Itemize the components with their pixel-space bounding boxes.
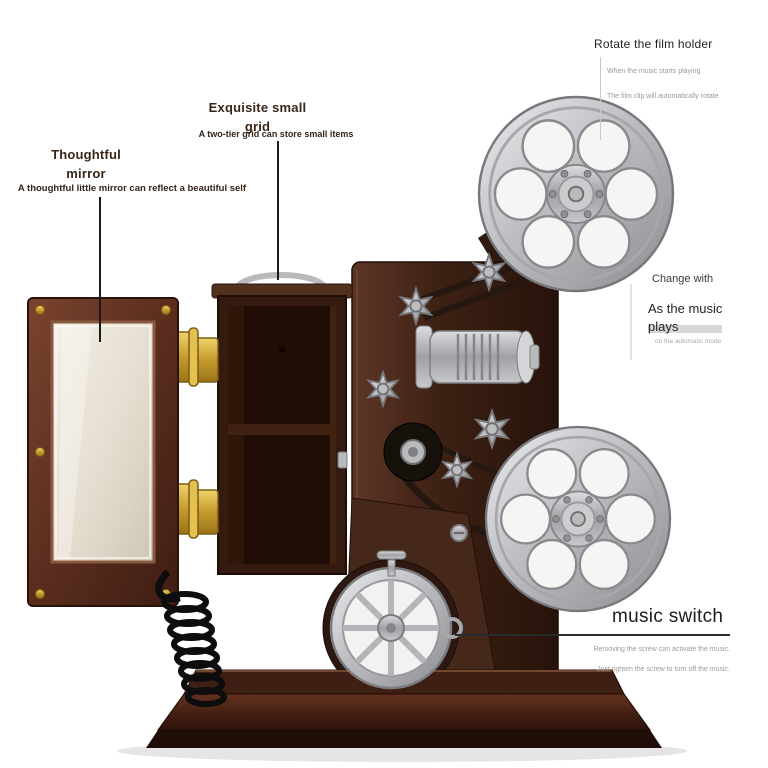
film-holder-annotation-line1: When the music starts playing [607, 68, 701, 75]
music-switch-annotation-line2: Just tighten the screw to turn off the m… [597, 666, 730, 673]
music-switch-screw [450, 524, 468, 542]
music-change-highlight-strip [648, 325, 722, 333]
music-change-annotation-note: on the automatic mode [655, 338, 722, 345]
film-holder-annotation-line2: The film clip will automatically rotate [607, 93, 719, 100]
top-film-reel [477, 95, 675, 293]
music-switch-leader-line [455, 634, 730, 636]
grid-annotation-title: Exquisite small grid [208, 100, 307, 134]
grid-leader-line [277, 141, 279, 280]
coiled-cord [155, 569, 227, 707]
cabinet-door [27, 297, 179, 607]
door-mirror [50, 320, 156, 564]
music-change-annotation-phrase: As the music plays [648, 301, 723, 334]
music-change-leader-line [630, 284, 632, 360]
front-wheel [329, 566, 463, 690]
cabinet-shelf [228, 424, 336, 435]
music-change-annotation-intro: Change with [652, 273, 714, 285]
bottom-film-reel [484, 425, 672, 613]
music-switch-annotation-title: music switch [612, 606, 724, 627]
film-holder-leader-line [600, 57, 601, 140]
mirror-leader-line [99, 197, 101, 342]
film-holder-annotation-title: Rotate the film holder [594, 37, 713, 51]
mirror-annotation-subtitle: A thoughtful little mirror can reflect a… [17, 183, 247, 194]
music-switch-annotation-line1: Removing the screw can activate the musi… [593, 646, 730, 653]
mirror-annotation-title: Thoughtful mirror [51, 147, 121, 181]
storage-cabinet [211, 272, 353, 575]
lens-barrel [415, 325, 540, 389]
grid-annotation-subtitle: A two-tier grid can store small items [198, 129, 354, 139]
cabinet-latch [337, 451, 348, 469]
winding-knob [376, 550, 407, 577]
